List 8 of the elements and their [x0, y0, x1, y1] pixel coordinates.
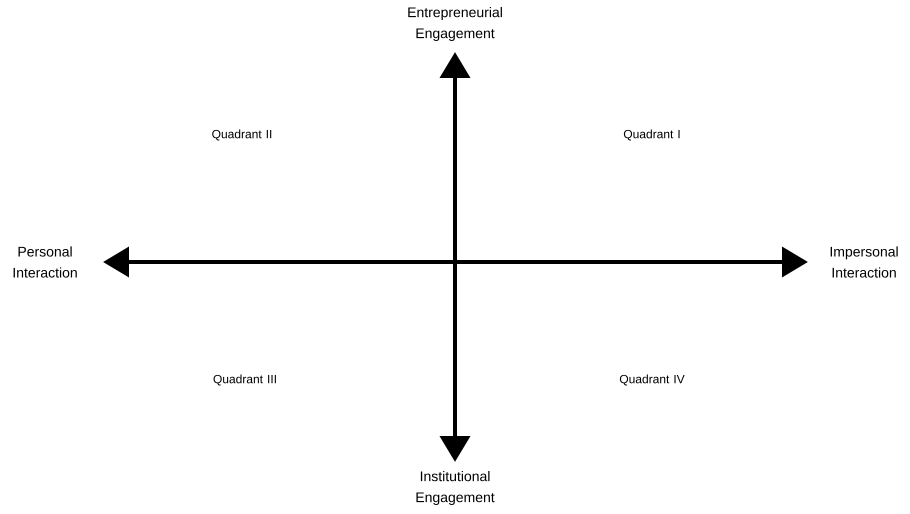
quadrant-label: Quadrant III	[214, 374, 276, 386]
axis-label: Impersonal Interaction	[830, 246, 898, 278]
quadrant-label: Quadrant IV	[620, 374, 685, 386]
axis-label: Personal Interaction	[14, 246, 77, 278]
quadrant-label: Quadrant II	[212, 130, 272, 140]
axis-label: Entrepreneurial Engagement	[408, 6, 502, 42]
quadrant-label: Quadrant I	[624, 130, 680, 140]
axis-label: Institutional Engagement	[416, 470, 495, 506]
